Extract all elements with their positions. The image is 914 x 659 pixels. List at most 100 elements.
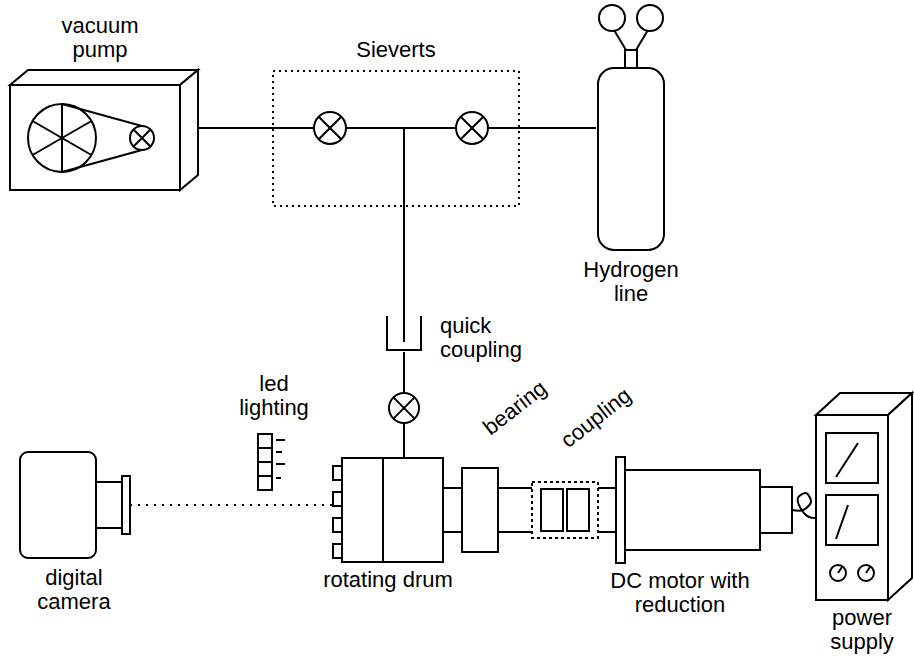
outline-group [20, 452, 130, 558]
lens-ring [122, 476, 130, 534]
valve-stem [636, 30, 648, 50]
node-outline [596, 2, 666, 252]
part-name: rotating drum [323, 568, 453, 592]
valve-symbol [389, 393, 419, 423]
part-label: bearing [479, 376, 552, 440]
led-tick [276, 477, 281, 479]
coupling-half [567, 489, 589, 531]
part-name: DC motor with reduction [590, 569, 770, 617]
drum-sample [333, 518, 342, 532]
drum-sample [333, 492, 342, 506]
valve-symbol [314, 112, 346, 144]
valve-cross [134, 130, 151, 147]
led-bar [258, 434, 272, 490]
camera-lens [96, 482, 122, 528]
led-tick [276, 463, 285, 465]
psu-meter [826, 495, 878, 545]
led-segment [258, 461, 272, 463]
drum-body [342, 458, 443, 562]
outline-group [272, 71, 520, 207]
outline-group [333, 458, 443, 562]
drum-joint [382, 458, 384, 562]
pump-belt [62, 104, 142, 126]
valve-stem [614, 30, 626, 50]
node-outline [10, 70, 198, 190]
outline-group [10, 70, 198, 190]
valve-cross [319, 117, 342, 140]
psu-knob [858, 565, 874, 581]
motor-flange [616, 457, 625, 563]
led-tick [276, 439, 285, 441]
knob-mark [838, 567, 842, 573]
gas-pipe [198, 127, 272, 129]
hydrogen-cylinder: Hydrogen line [596, 2, 666, 252]
pump-side [180, 70, 198, 190]
label-anchor: Sieverts [272, 38, 520, 62]
sight-line [130, 504, 333, 506]
psu-knob [830, 565, 846, 581]
part-name: quick coupling [440, 314, 550, 362]
outline-group [616, 457, 792, 563]
digital-camera: digital camera [18, 448, 130, 562]
part-label: led lighting [229, 372, 319, 420]
label-anchor: power supply [812, 606, 912, 654]
pump-belt [62, 150, 142, 172]
gas-pipe [520, 127, 596, 129]
psu-side [888, 393, 912, 600]
valve-cross [134, 130, 151, 147]
valve-cross [393, 397, 414, 418]
bearing-block [462, 468, 498, 552]
node-outline [333, 458, 443, 562]
sieverts-panel: Sieverts [272, 70, 520, 207]
power-cable [792, 493, 816, 518]
pump-front [10, 85, 180, 190]
rotating-drum: rotating drum [333, 458, 443, 562]
quick-coupling: quick coupling [385, 316, 423, 352]
meter-needle [836, 505, 848, 539]
label-anchor: coupling [556, 383, 635, 452]
pump-wheel [28, 104, 96, 172]
label-anchor: rotating drum [323, 568, 453, 592]
gas-pipe [403, 207, 405, 316]
label-anchor: led lighting [229, 372, 319, 420]
led-segment [258, 475, 272, 477]
valve-cross [393, 397, 414, 418]
part-name: vacuum pump [40, 14, 160, 62]
drum-sample [333, 466, 342, 480]
label-anchor: quick coupling [440, 314, 550, 362]
motor-body [625, 470, 760, 550]
psu-front [816, 415, 888, 600]
label-anchor: DC motor with reduction [590, 569, 770, 617]
knob-mark [866, 567, 870, 573]
power-supply: power supply [816, 393, 912, 600]
vacuum-pump: vacuum pump [10, 70, 198, 190]
cylinder-valve [599, 5, 625, 31]
node-outline [816, 393, 912, 600]
node-outline [616, 457, 792, 563]
wheel-spoke [33, 121, 92, 155]
label-anchor: Hydrogen line [571, 258, 691, 306]
node-outline [18, 448, 130, 562]
pump-top [10, 70, 198, 85]
part-name: Sieverts [272, 38, 520, 62]
gas-line [403, 128, 405, 207]
label-anchor: vacuum pump [40, 14, 160, 62]
coupling-socket [387, 316, 421, 350]
outline-group [598, 5, 664, 250]
coupling-half [541, 489, 563, 531]
outline-group [387, 316, 421, 350]
valve-cross [319, 117, 342, 140]
led-segment [258, 447, 272, 449]
camera-body [20, 452, 96, 558]
valve-symbol [456, 112, 488, 144]
cylinder-valve [637, 5, 663, 31]
node-outline [385, 316, 423, 352]
dc-motor: DC motor with reduction [616, 457, 792, 563]
valve-cross [461, 117, 484, 140]
gear-reduction [760, 487, 792, 533]
sieverts-boundary [273, 71, 519, 206]
cylinder-body [598, 68, 664, 250]
coupling-plug [403, 316, 405, 342]
label-anchor: bearing [479, 376, 552, 440]
